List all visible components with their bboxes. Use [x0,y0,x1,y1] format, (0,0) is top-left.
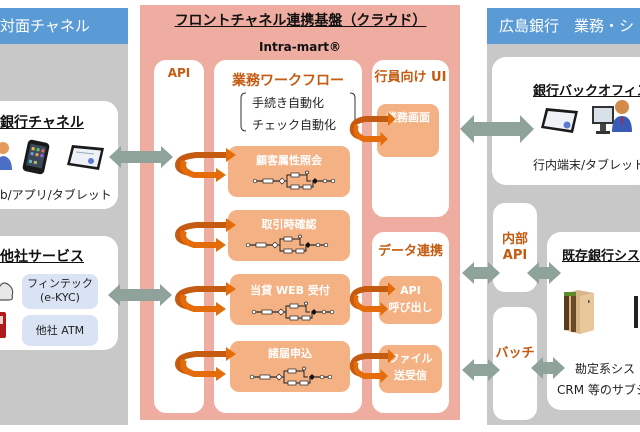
loop-arrow-ui [352,112,396,146]
process-label: 当貸 WEB 受付 [250,284,330,297]
platform-title: フロントチャネル連携基盤（クラウド） [174,13,427,29]
batch-box [493,307,537,420]
desktop-user-icon [592,100,632,134]
person-icon [0,142,12,170]
bank-channel-caption: b/アプリ/タブレット [0,188,112,202]
loop-arrow-3 [178,282,236,316]
smartphone-icon [22,139,50,175]
bank-channel-api-arrow [109,146,173,168]
existing-systems-title: 既存銀行シス [562,249,640,264]
right-panel-title: 広島銀行 業務・シ [499,17,635,35]
business-screen-label: 業務画面 [386,111,430,124]
flow-diagram-icon [252,170,336,190]
api-column-title: API [167,66,191,80]
process-label: 顧客属性照会 [256,154,322,167]
feature-procedure-automation: 手続き自動化 [252,96,325,110]
back-office-title: 銀行バックオフィス [533,84,640,99]
other-atm-label: 他社 ATM [35,324,85,337]
loop-arrow-4 [178,347,236,381]
existing-systems-caption-1: 勘定系シス [575,362,636,376]
back-office-caption: 行内端末/タブレット [533,158,640,172]
server-icon [564,290,594,334]
data-link-internal-api-arrow [462,262,500,284]
tablet-icon [67,145,104,170]
internal-api-line2: API [502,248,528,263]
fintech-sub: (e-KYC) [40,291,80,304]
tablet-icon [541,108,578,133]
flow-diagram-icon [245,234,329,254]
internal-api-label: 内部 API [493,232,537,264]
data-link-column-title: データ連携 [377,244,443,259]
platform-subtitle: Intra-mart® [259,40,341,54]
bank-channel-title: 銀行チャネル [0,115,84,131]
feature-check-automation: チェック自動化 [252,118,337,132]
api-call-sub: 呼び出し [388,301,433,314]
workflow-column-title: 業務ワークフロー [232,73,344,89]
staff-ui-back-office-arrow [460,115,534,143]
existing-systems-caption-2: CRM 等のサブシ [557,383,640,397]
feature-bracket-left [240,92,247,132]
loop-arrow-2 [178,218,236,252]
file-transfer-sub: 送受信 [394,369,427,382]
process-label: 取引時確認 [261,218,317,231]
fintech-box: フィンテック (e-KYC) [22,274,98,309]
business-screen-box: 業務画面 [377,104,439,157]
process-box-web-application: 当貸 WEB 受付 [230,274,350,325]
loop-arrow-1 [178,148,236,182]
server-icon-2 [634,296,638,328]
staff-ui-column-title: 行員向け UI [374,70,447,85]
right-panel-header: 広島銀行 業務・シ [487,8,640,44]
process-label: 諸届申込 [268,347,312,360]
other-atm-box: 他社 ATM [22,315,98,346]
left-panel-title: 対面チャネル [0,17,90,35]
flow-diagram-icon [251,301,335,321]
batch-label: バッチ [495,346,535,361]
data-link-batch-arrow [462,359,500,381]
atm-icon [0,312,6,338]
batch-existing-arrow [531,357,565,379]
loop-arrow-api-call [352,282,396,316]
left-panel-header: 対面チャネル [0,8,128,44]
process-box-transaction-check: 取引時確認 [228,210,350,261]
loop-arrow-file [352,349,396,383]
api-call-label: API [400,284,421,297]
process-box-customer-attribute: 顧客属性照会 [228,146,350,197]
process-box-notification: 諸届申込 [230,341,350,392]
file-transfer-label: ファイル [388,352,433,365]
flow-diagram-icon [249,366,333,386]
cloud-icon [0,282,14,301]
internal-api-line1: 内部 [501,232,528,247]
other-services-title: 他社サービス [0,249,84,265]
internal-api-box [493,203,537,292]
internal-api-existing-arrow [527,262,561,284]
fintech-label: フィンテック [27,277,93,290]
other-services-api-arrow [108,284,172,306]
